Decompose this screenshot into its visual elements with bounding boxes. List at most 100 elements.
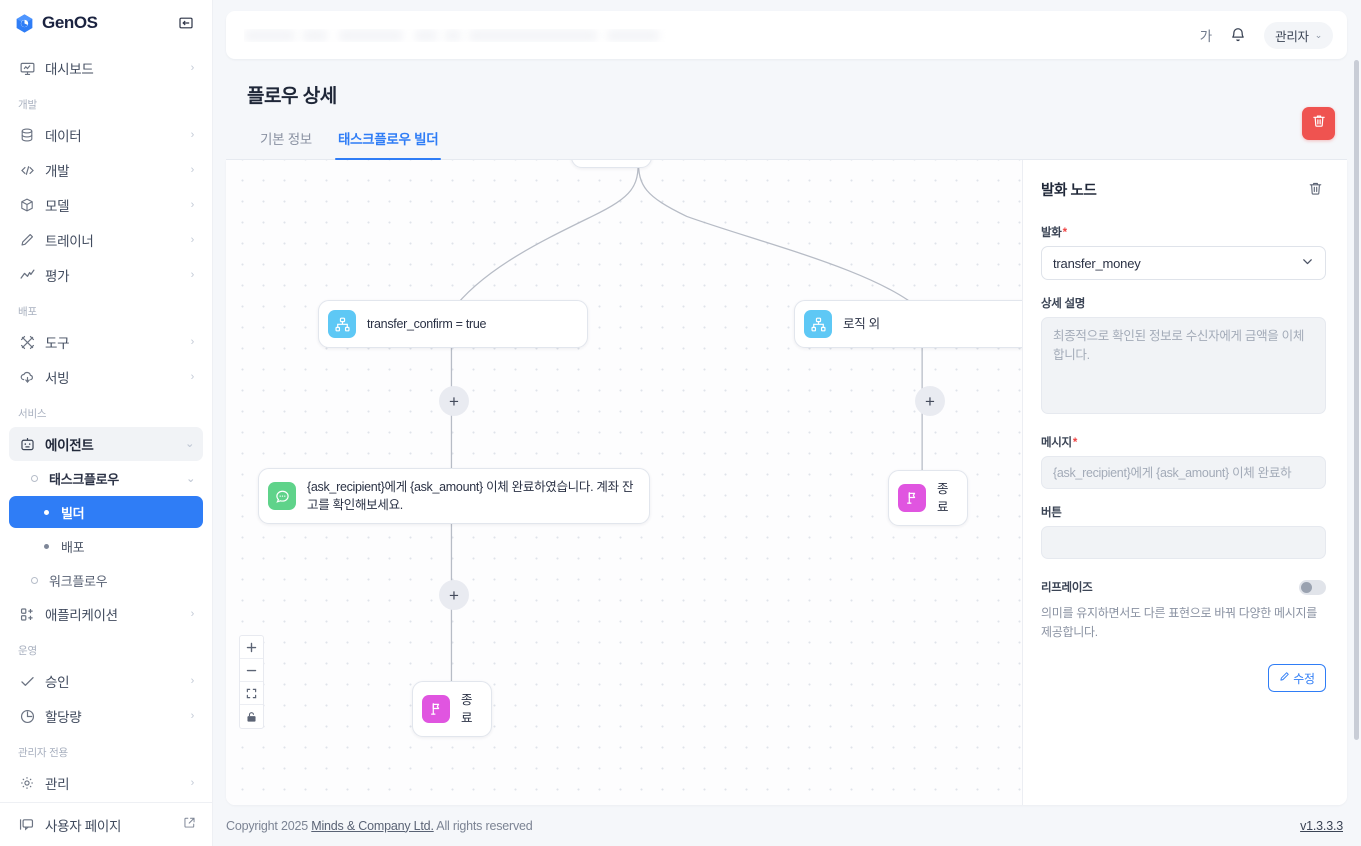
sidebar-item-data[interactable]: 데이터 › (9, 118, 203, 152)
gear-icon (18, 774, 36, 792)
sidebar-item-label: 태스크플로우 (49, 471, 119, 487)
tools-icon (18, 333, 36, 351)
logic-branch-icon (804, 310, 832, 338)
sidebar-item-model[interactable]: 모델 › (9, 188, 203, 222)
chevron-right-icon: › (190, 268, 195, 281)
lock-canvas-button[interactable] (240, 705, 263, 728)
code-icon (18, 161, 36, 179)
node-label: {ask_recipient}에게 {ask_amount} 이체 완료하였습니… (307, 480, 634, 513)
node-partial-top[interactable] (571, 160, 652, 168)
sidebar-group-label: 관리자 전용 (18, 747, 69, 759)
sidebar-item-user-page[interactable]: 사용자 페이지 (0, 802, 212, 846)
flow-canvas[interactable]: transfer_confirm = true 로직 외 + + (226, 160, 1022, 805)
add-node-button-right[interactable]: + (915, 386, 945, 416)
sidebar-item-builder[interactable]: 빌더 (9, 496, 203, 528)
zoom-in-button[interactable] (240, 636, 263, 659)
node-logic-transfer-confirm[interactable]: transfer_confirm = true (318, 300, 588, 348)
sidebar-item-label: 빌더 (61, 505, 85, 521)
check-icon (18, 672, 36, 690)
sidebar-item-develop[interactable]: 개발 › (9, 153, 203, 187)
node-end-right[interactable]: 종료 (888, 470, 968, 527)
chevron-right-icon: › (190, 61, 195, 74)
sidebar-item-admin[interactable]: 관리 › (9, 766, 203, 800)
sidebar-item-application[interactable]: 애플리케이션 › (9, 597, 203, 631)
breadcrumb (244, 28, 1200, 42)
user-page-icon (18, 816, 35, 833)
chevron-right-icon: › (190, 674, 195, 687)
trash-icon[interactable] (1307, 180, 1326, 199)
apps-icon (18, 605, 36, 623)
sidebar-item-evaluation[interactable]: 평가 › (9, 258, 203, 292)
field-label: 상세 설명 (1041, 298, 1086, 310)
sidebar-item-trainer[interactable]: 트레이너 › (9, 223, 203, 257)
pencil-icon (18, 231, 36, 249)
node-message-transfer-complete[interactable]: {ask_recipient}에게 {ask_amount} 이체 완료하였습니… (258, 468, 650, 525)
field-utterance: 발화* transfer_money (1041, 224, 1326, 280)
brand-name: GenOS (42, 13, 98, 32)
node-properties-panel: 발화 노드 발화* transfer_money (1022, 160, 1347, 805)
node-logic-else[interactable]: 로직 외 (794, 300, 1022, 348)
tab-bar: 기본 정보 태스크플로우 빌더 (226, 108, 1347, 160)
font-size-button[interactable]: 가 (1199, 29, 1213, 44)
canvas-controls (239, 635, 264, 729)
flag-icon (422, 695, 450, 724)
dot-icon (44, 509, 49, 515)
sidebar-nav: 대시보드 › 개발 데이터 › 개발 (0, 46, 212, 802)
sidebar-item-agent[interactable]: 에이전트 ⌄ (9, 427, 203, 461)
message-input[interactable] (1041, 456, 1326, 489)
top-bar: 가 관리자 ⌄ (226, 11, 1347, 59)
user-name: 관리자 (1275, 29, 1309, 44)
page-scrollbar[interactable] (1354, 60, 1359, 740)
utterance-select[interactable]: transfer_money (1041, 246, 1326, 280)
sidebar-item-label: 배포 (61, 539, 85, 555)
rephrase-label: 리프레이즈 (1041, 582, 1093, 594)
sidebar-item-approval[interactable]: 승인 › (9, 664, 203, 698)
add-node-button-left[interactable]: + (439, 386, 469, 416)
brand: GenOS (14, 13, 98, 34)
sidebar-item-dashboard[interactable]: 대시보드 › (9, 51, 203, 85)
sidebar-item-deploy[interactable]: 배포 (9, 530, 203, 562)
sidebar-item-workflow[interactable]: 워크플로우 (9, 564, 203, 596)
chevron-down-icon: ⌄ (186, 472, 195, 485)
database-icon (18, 126, 36, 144)
description-textarea[interactable] (1041, 317, 1326, 414)
chevron-down-icon: ⌄ (185, 437, 194, 450)
rephrase-toggle[interactable] (1299, 579, 1326, 595)
copyright: Copyright 2025 Minds & Company Ltd. All … (226, 819, 1300, 833)
sidebar-item-taskflow[interactable]: 태스크플로우 ⌄ (9, 462, 203, 494)
utterance-value: transfer_money (1053, 255, 1141, 271)
edit-button[interactable]: 수정 (1268, 664, 1326, 693)
sidebar-item-tools[interactable]: 도구 › (9, 325, 203, 359)
delete-flow-button[interactable] (1302, 107, 1335, 140)
user-menu[interactable]: 관리자 ⌄ (1264, 21, 1333, 49)
add-node-button-bottom[interactable]: + (439, 580, 469, 610)
chart-line-icon (18, 266, 36, 284)
copyright-prefix: Copyright 2025 (226, 818, 312, 833)
sidebar-item-label: 승인 (45, 675, 70, 690)
fit-view-button[interactable] (240, 682, 263, 705)
sidebar-item-serving[interactable]: 서빙 › (9, 360, 203, 394)
button-input[interactable] (1041, 526, 1326, 559)
field-message: 메시지* (1041, 434, 1326, 489)
chevron-right-icon: › (190, 128, 195, 141)
node-label: 종료 (461, 693, 473, 726)
sidebar-item-quota[interactable]: 할당량 › (9, 699, 203, 733)
field-label: 버튼 (1041, 507, 1062, 519)
logic-branch-icon (328, 310, 356, 338)
collapse-panel-icon[interactable] (176, 13, 196, 33)
chevron-down-icon: ⌄ (1314, 29, 1323, 40)
panel-actions: 수정 (1041, 642, 1326, 693)
bell-icon[interactable] (1228, 25, 1248, 45)
node-end-bottom[interactable]: 종료 (412, 681, 492, 738)
company-link[interactable]: Minds & Company Ltd. (311, 818, 434, 833)
zoom-out-button[interactable] (240, 659, 263, 682)
field-label: 발화* (1041, 224, 1326, 240)
chevron-down-icon (1301, 255, 1314, 271)
sidebar-item-label: 애플리케이션 (45, 608, 118, 623)
chevron-right-icon: › (190, 370, 195, 383)
tab-taskflow-builder[interactable]: 태스크플로우 빌더 (334, 128, 442, 160)
version-link[interactable]: v1.3.3.3 (1300, 818, 1343, 833)
chevron-right-icon: › (190, 709, 195, 722)
tab-basic-info[interactable]: 기본 정보 (260, 132, 312, 147)
